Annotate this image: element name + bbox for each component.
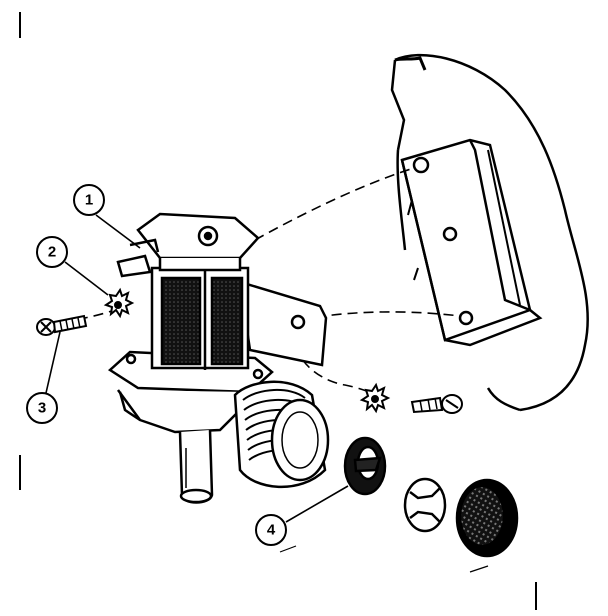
callout-1-label: 1 bbox=[85, 192, 93, 209]
mounting-bracket bbox=[400, 138, 543, 347]
star-washer-right bbox=[359, 382, 391, 414]
cabinet-panel bbox=[390, 53, 589, 412]
callout-leaders bbox=[45, 214, 349, 523]
star-washer-left bbox=[103, 287, 135, 319]
retainer-ring bbox=[403, 477, 447, 533]
callout-2-label: 2 bbox=[48, 244, 56, 261]
water-valve-assembly bbox=[107, 212, 330, 504]
screw-right bbox=[410, 394, 463, 414]
callout-1: 1 bbox=[73, 184, 105, 216]
callout-4-label: 4 bbox=[267, 522, 276, 539]
edge-marks bbox=[19, 12, 537, 610]
callout-4: 4 bbox=[255, 514, 287, 546]
scan-smudges bbox=[279, 545, 489, 573]
callout-3-label: 3 bbox=[38, 400, 46, 417]
strainer-screen bbox=[455, 478, 519, 558]
callout-3: 3 bbox=[26, 392, 58, 424]
flow-washer bbox=[343, 436, 387, 496]
screw-left bbox=[36, 314, 88, 336]
callout-2: 2 bbox=[36, 236, 68, 268]
